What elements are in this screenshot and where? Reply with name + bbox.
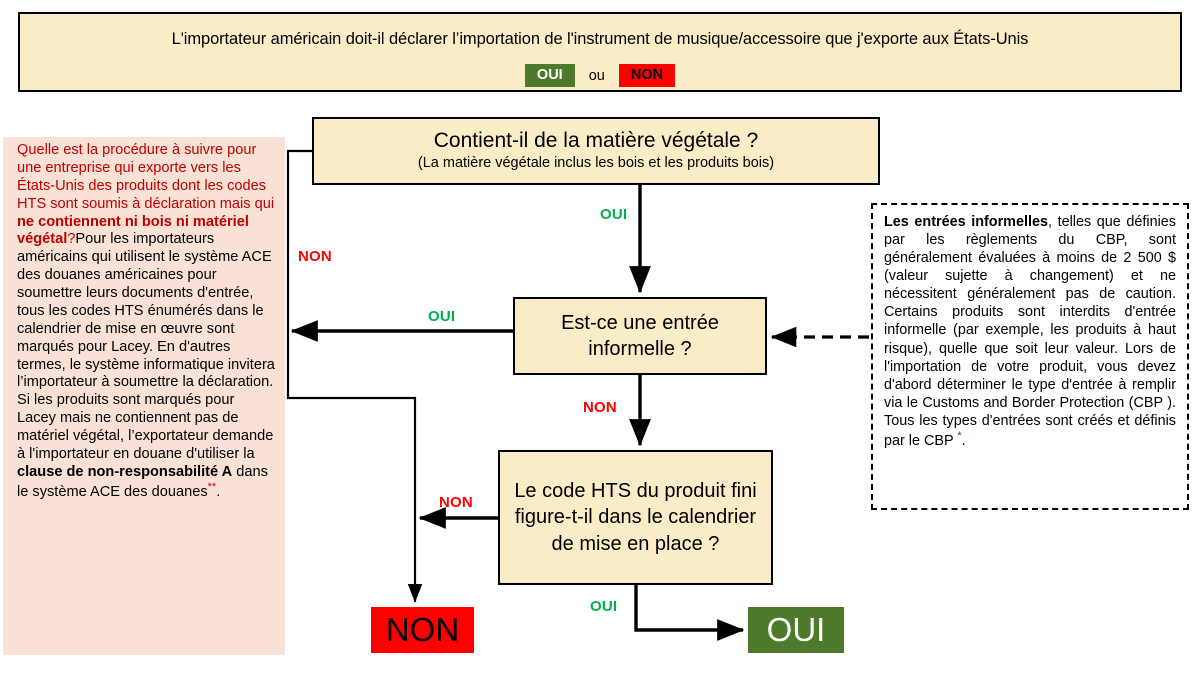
side-note-footnote-marker: ** — [207, 481, 217, 494]
edge-label-vegetal-no: NON — [298, 248, 332, 265]
header-choice-row: OUI ou NON — [20, 64, 1180, 88]
side-note-body-text-1: Pour les importateurs américains qui uti… — [17, 231, 275, 462]
decision-node-vegetal[interactable]: Contient-il de la matière végétale ? (La… — [312, 117, 880, 185]
decision-node-hts[interactable]: Le code HTS du produit fini figure-t-il … — [498, 450, 773, 585]
edge-label-informelle-yes: OUI — [428, 308, 456, 325]
header-or-label: ou — [588, 67, 605, 84]
result-node-yes[interactable]: OUI — [748, 607, 844, 653]
info-note-text-end: . — [961, 432, 966, 449]
info-note-panel: Les entrées informelles, telles que défi… — [871, 203, 1189, 510]
header-yes-chip[interactable]: OUI — [524, 64, 575, 88]
info-note-text: , telles que définies par les règlements… — [884, 214, 1177, 449]
decision-node-informelle[interactable]: Est-ce une entrée informelle ? — [513, 297, 767, 375]
edge-label-vegetal-yes: OUI — [600, 206, 628, 223]
decision-node-vegetal-title: Contient-il de la matière végétale ? — [433, 129, 759, 153]
info-note-footnote-marker: * — [957, 429, 962, 442]
side-note-body-emphasis: clause de non-responsabilité A — [17, 463, 233, 480]
side-note-body-text-3: . — [216, 484, 221, 501]
edge-label-informelle-no: NON — [583, 399, 617, 416]
side-note-body: Pour les importateurs américains qui uti… — [17, 231, 275, 500]
side-note-body-text-2: dans le système ACE des douanes — [17, 463, 268, 501]
header-no-chip[interactable]: NON — [618, 64, 676, 88]
decision-node-informelle-title: Est-ce une entrée informelle ? — [561, 312, 719, 360]
edge-label-hts-yes: OUI — [590, 598, 618, 615]
info-note-lead: Les entrées informelles — [884, 214, 1048, 230]
side-note-panel: Quelle est la procédure à suivre pour un… — [3, 137, 285, 655]
decision-node-hts-title: Le code HTS du produit fini figure-t-il … — [514, 479, 757, 555]
page-title: L'importateur américain doit-il déclarer… — [171, 30, 1029, 48]
result-node-no[interactable]: NON — [371, 607, 474, 653]
side-note-question-text-1: Quelle est la procédure à suivre pour un… — [17, 142, 275, 212]
header-question-banner: L'importateur américain doit-il déclarer… — [18, 12, 1182, 92]
side-note-question: Quelle est la procédure à suivre pour un… — [17, 142, 274, 247]
side-note-question-text-2: ? — [67, 231, 76, 248]
edge-vegetal-no — [286, 149, 423, 603]
edge-label-hts-no: NON — [439, 494, 473, 511]
side-note-question-emphasis: ne contiennent ni bois ni matériel végét… — [17, 213, 249, 248]
decision-node-vegetal-subtitle: (La matière végétale inclus les bois et … — [417, 155, 775, 172]
edge-hts-yes — [634, 585, 745, 641]
